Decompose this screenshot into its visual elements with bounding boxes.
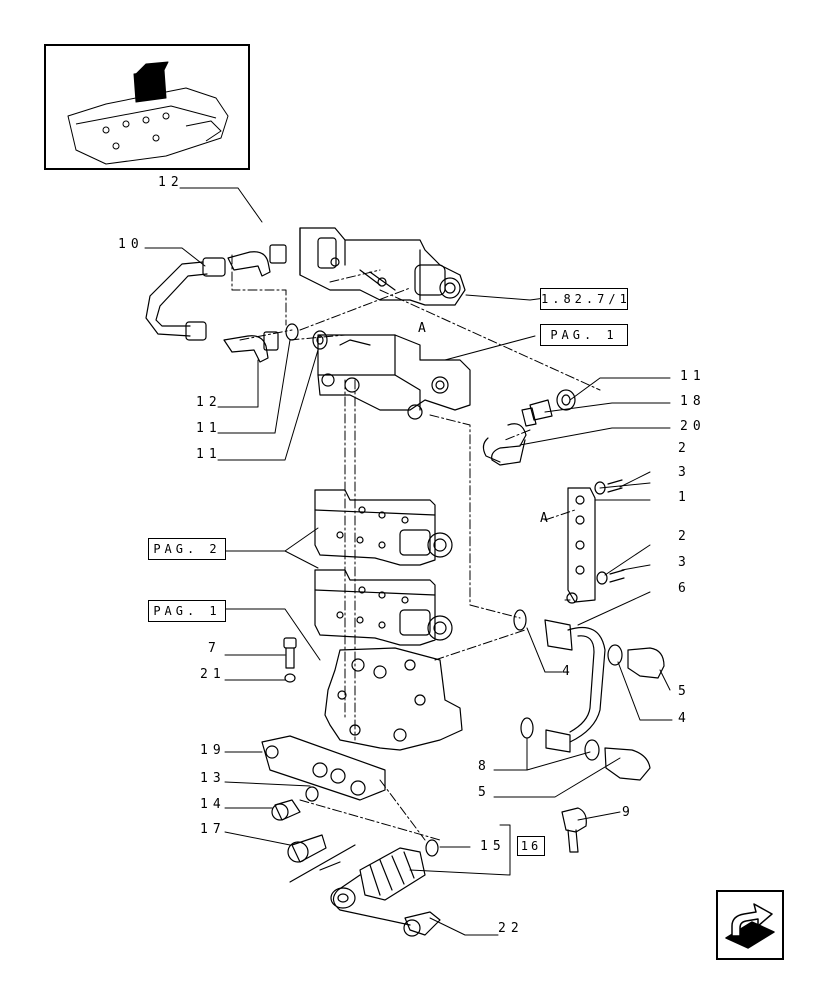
callout-2-bottom: 2 bbox=[678, 529, 691, 544]
bellows-and-lever bbox=[289, 839, 441, 937]
callout-13: 13 bbox=[200, 771, 226, 786]
next-page-button[interactable] bbox=[716, 890, 784, 960]
callout-10: 10 bbox=[118, 237, 144, 252]
callout-4-mid: 4 bbox=[562, 664, 575, 679]
callout-3-top: 3 bbox=[678, 465, 691, 480]
ref-box-1827[interactable]: 1.82.7/1 bbox=[540, 288, 628, 310]
bolt-9 bbox=[561, 807, 587, 853]
bracket-assembly bbox=[566, 479, 625, 604]
callout-21: 21 bbox=[200, 667, 226, 682]
callout-5-right: 5 bbox=[678, 684, 691, 699]
upper-distributor bbox=[317, 334, 471, 420]
callout-11-a: 11 bbox=[196, 421, 222, 436]
callout-17: 17 bbox=[200, 822, 226, 837]
callout-22: 22 bbox=[498, 921, 524, 936]
callout-18: 18 bbox=[680, 394, 706, 409]
base-cover bbox=[324, 647, 463, 751]
callout-7: 7 bbox=[208, 641, 221, 656]
callout-1: 1 bbox=[678, 490, 691, 505]
callout-20: 20 bbox=[680, 419, 706, 434]
letter-a-top: A bbox=[418, 321, 431, 336]
callout-15: 15 bbox=[480, 839, 506, 854]
ref-box-pag1-left[interactable]: PAG. 1 bbox=[148, 600, 226, 622]
ref-box-pag1-top[interactable]: PAG. 1 bbox=[540, 324, 628, 346]
assembly-lines bbox=[231, 254, 601, 841]
next-page-arrow-icon bbox=[725, 903, 775, 949]
callout-5-bottom: 5 bbox=[478, 785, 491, 800]
control-valve-1 bbox=[314, 489, 453, 566]
callout-11-right: 11 bbox=[680, 369, 706, 384]
ref-box-pag2[interactable]: PAG. 2 bbox=[148, 538, 226, 560]
letter-a-right: A bbox=[540, 511, 553, 526]
callout-12-bottom: 12 bbox=[196, 395, 222, 410]
control-valve-2 bbox=[314, 569, 453, 646]
right-fittings bbox=[482, 389, 576, 466]
right-pipe-assembly bbox=[513, 609, 665, 781]
callout-2-top: 2 bbox=[678, 441, 691, 456]
callout-12-top: 12 bbox=[158, 175, 184, 190]
callout-8: 8 bbox=[478, 759, 491, 774]
callout-4-right: 4 bbox=[678, 711, 691, 726]
assembly-thumbnail bbox=[44, 44, 250, 170]
callout-3-bottom: 3 bbox=[678, 555, 691, 570]
bolts-7-21 bbox=[283, 637, 297, 683]
lower-manifold bbox=[261, 735, 386, 821]
left-pipe-assembly bbox=[145, 244, 328, 363]
ref-box-16[interactable]: 16 bbox=[517, 836, 545, 856]
callout-6: 6 bbox=[678, 581, 691, 596]
callout-11-b: 11 bbox=[196, 447, 222, 462]
callout-14: 14 bbox=[200, 797, 226, 812]
callout-19: 19 bbox=[200, 743, 226, 758]
upper-valve-body bbox=[299, 227, 466, 306]
fitting-17 bbox=[287, 834, 327, 863]
leader-lines bbox=[144, 187, 673, 936]
assembly-thumbnail-icon bbox=[67, 61, 229, 165]
callout-9: 9 bbox=[622, 805, 635, 820]
